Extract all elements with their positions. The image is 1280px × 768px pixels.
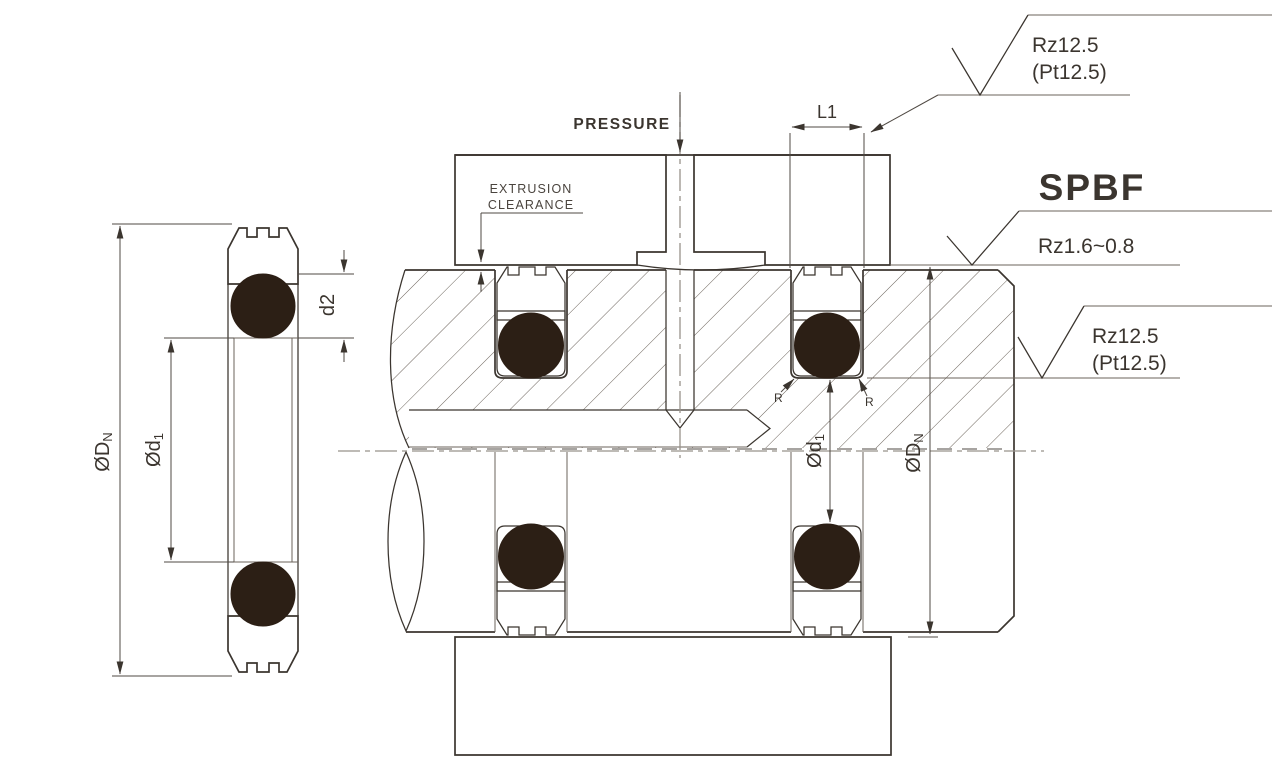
dimension-odn-main: ØDN [903,266,938,638]
seal-upper-left [496,266,566,379]
extrusion-label-line2: CLEARANCE [488,198,574,212]
leader-arrow [870,94,939,133]
seal-body-top [227,227,299,285]
seal-type-title: SPBF [1039,167,1146,208]
label-backplate [481,196,581,212]
dim-label-od1: Ød1 [143,433,166,467]
seal-lip-cup [496,310,566,377]
o-ring [498,312,564,379]
roughness-bottom-line2: (Pt12.5) [1092,352,1167,375]
dimension-od1-left: Ød1 [143,337,234,563]
housing-bottom [454,636,892,756]
seal-lip-cup [792,525,862,592]
seal-body-bottom [227,615,299,673]
roughness-bottom-line1: Rz12.5 [1092,325,1159,348]
main-view-installation: PRESSURE EXTRUSION CLEARANCE L1 R R [338,92,1044,756]
surface-callout-bottom: Rz12.5 (Pt12.5) [867,305,1272,380]
radius-label-left: R [774,391,783,405]
surface-finish-icon [951,14,1029,97]
roughness-top-line1: Rz12.5 [1032,34,1099,57]
seal-body [792,266,862,321]
dimension-d2: d2 [298,250,354,362]
roughness-top-line2: (Pt12.5) [1032,61,1107,84]
housing-top-right-block [693,154,891,266]
surface-finish-icon [946,210,1020,266]
passage-drill-point [746,409,771,448]
pressure-label: PRESSURE [573,116,670,133]
break-lens [387,450,425,633]
dim-label-od1-main: Ød1 [804,434,827,468]
dimension-l1: L1 [789,102,865,268]
dim-label-odn-main: ØDN [903,433,926,472]
seal-body [496,581,566,636]
seal-lip-cup [792,310,862,377]
dimension-od1-main: Ød1 [804,379,834,523]
dimension-odn-left: ØDN [92,223,232,677]
surface-callout-middle: SPBF Rz1.6~0.8 [890,167,1272,266]
pressure-annotation: PRESSURE [573,92,684,153]
radius-callouts: R R [774,378,874,409]
o-ring-bottom [230,561,296,627]
dim-label-l1: L1 [817,102,837,122]
seal-body [792,581,862,636]
dim-label-d2: d2 [317,294,339,316]
seal-upper-right [792,266,862,379]
dim-label-odn: ØDN [92,432,115,471]
surface-callout-top: Rz12.5 (Pt12.5) [870,14,1272,133]
piston-section-hatch [390,270,1015,448]
break-edge-concave [389,269,410,449]
seal-body [496,266,566,321]
seal-lower-right [792,523,862,636]
o-ring [794,312,860,379]
surface-finish-icon [1017,305,1085,380]
seal-lower-left [496,523,566,636]
extrusion-clearance-annotation: EXTRUSION CLEARANCE [477,180,583,292]
o-ring [498,523,564,590]
label-backplate [485,180,577,196]
extrusion-label-line1: EXTRUSION [490,182,573,196]
roughness-mid-line1: Rz1.6~0.8 [1038,235,1134,258]
seal-lip-cup [496,525,566,592]
housing-top [454,154,891,271]
left-view-seal-section: ØDN Ød1 d2 [92,223,354,677]
radius-label-right: R [865,395,874,409]
o-ring [794,523,860,590]
o-ring-top [230,273,296,339]
